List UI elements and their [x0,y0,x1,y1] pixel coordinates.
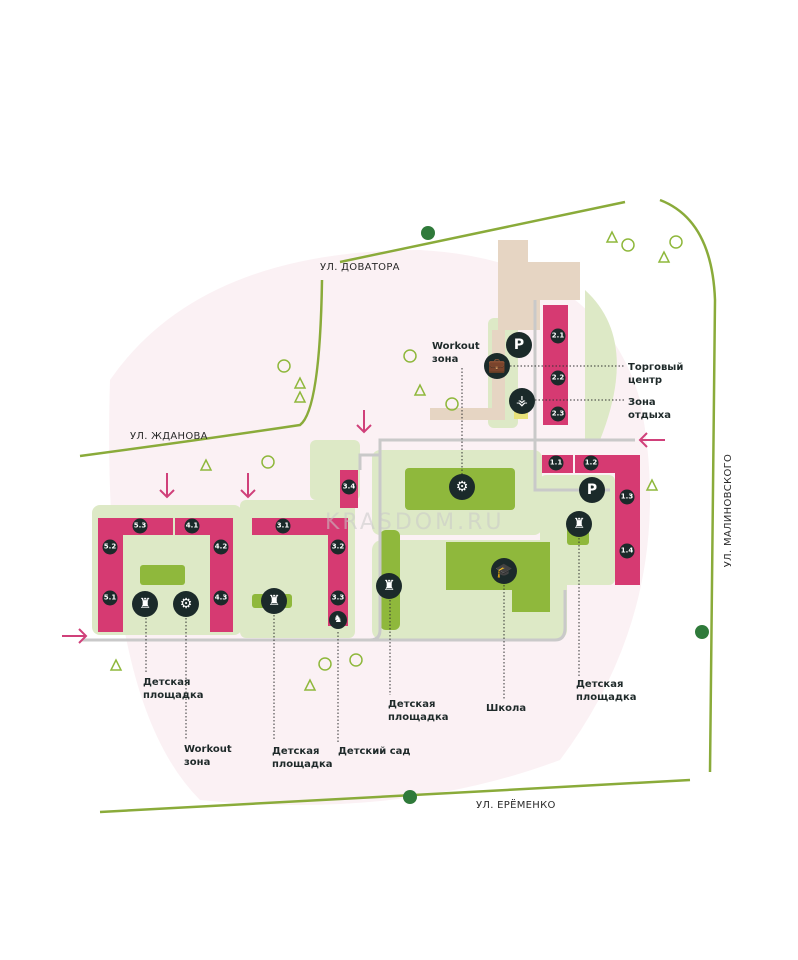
street-zhdanova-line [79,279,324,458]
building-4-1[interactable]: 4.1 [184,518,200,534]
label-workout-zone-top: Workout зона [432,341,480,365]
parking-icon[interactable]: P [506,332,532,358]
building-1-3[interactable]: 1.3 [619,489,635,505]
building-1-4[interactable]: 1.4 [619,543,635,559]
street-eremenko-line [99,778,691,814]
label-playground: Детская площадка [388,699,449,723]
internal-roads [82,300,635,642]
playground-slide-icon[interactable]: ♜ [566,511,592,537]
building-5-3[interactable]: 5.3 [132,518,148,534]
building-2-3[interactable]: 2.3 [550,406,566,422]
label-kindergarten: Детский сад [338,746,411,757]
street-label-malinovskogo: УЛ. МАЛИНОВСКОГО [723,453,735,568]
building-1-2[interactable]: 1.2 [583,455,599,471]
playground-slide-icon[interactable]: ♜ [261,588,287,614]
street-label-eremenko: УЛ. ЕРЁМЕНКО [476,800,556,811]
label-school: Школа [486,703,527,714]
label-playground: Детская площадка [576,679,637,703]
street-label-dovatora: УЛ. ДОВАТОРА [320,262,400,273]
label-rest-zone: Зона отдыха [628,397,671,421]
dumbbell-icon[interactable]: ⚙ [173,591,199,617]
parking-icon[interactable]: P [579,477,605,503]
tree-icons [109,230,683,691]
street-label-zhdanova: УЛ. ЖДАНОВА [130,431,208,442]
briefcase-icon[interactable]: 💼 [484,353,510,379]
playground-slide-icon[interactable]: ♜ [132,591,158,617]
building-2-2[interactable]: 2.2 [550,370,566,386]
watermark: KRASDOM.RU [325,510,505,535]
playground-slide-icon[interactable]: ♜ [376,573,402,599]
building-1-1[interactable]: 1.1 [548,455,564,471]
building-5-1[interactable]: 5.1 [102,590,118,606]
building-3-4[interactable]: 3.4 [341,479,357,495]
bus-stop-icons [403,226,709,804]
rocking-horse-icon[interactable]: ♞ [329,611,347,629]
label-mall: Торговый центр [628,362,684,386]
building-4-3[interactable]: 4.3 [213,590,229,606]
building-3-1[interactable]: 3.1 [275,518,291,534]
label-playground: Детская площадка [272,746,333,770]
street-dovatora-line [339,200,626,264]
building-2-1[interactable]: 2.1 [550,328,566,344]
leader-lines [145,365,625,742]
label-workout-zone-bottom: Workout зона [184,744,232,768]
bench-icon[interactable]: ⚶ [509,388,535,414]
building-5-2[interactable]: 5.2 [102,539,118,555]
mall-area [430,240,580,420]
building-4-2[interactable]: 4.2 [213,539,229,555]
label-playground: Детская площадка [143,677,204,701]
graduation-cap-icon[interactable]: 🎓 [491,558,517,584]
street-malinovskogo-line [659,198,717,773]
entry-arrows [62,410,665,644]
building-3-2[interactable]: 3.2 [330,539,346,555]
dumbbell-icon[interactable]: ⚙ [449,474,475,500]
building-3-3[interactable]: 3.3 [330,590,346,606]
